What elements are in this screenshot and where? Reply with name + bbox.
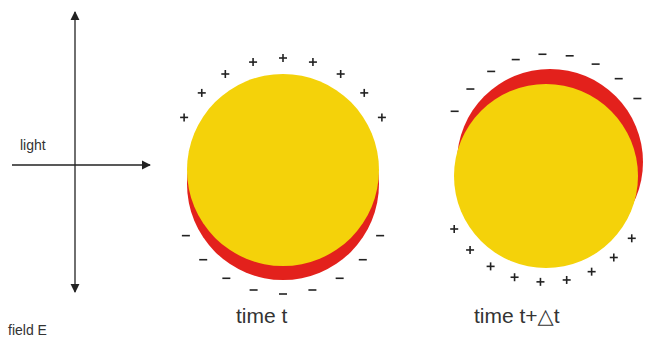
charge-stroke xyxy=(466,88,474,90)
time-label: time t+△t xyxy=(474,304,560,328)
minus-charge xyxy=(466,89,474,90)
minus-charge xyxy=(512,59,520,60)
field-axis xyxy=(74,12,75,292)
charge-stroke xyxy=(282,54,284,62)
charge-stroke xyxy=(514,273,516,281)
plus-charge xyxy=(198,89,206,97)
charge-stroke xyxy=(308,289,316,291)
plus-charge xyxy=(628,234,636,242)
charge-stroke xyxy=(340,70,342,78)
plus-charge xyxy=(378,113,386,121)
minus-charge xyxy=(182,235,190,236)
plus-charge xyxy=(536,278,544,286)
minus-charge xyxy=(592,64,600,65)
time-label: time t xyxy=(236,304,287,328)
plus-charge xyxy=(221,70,229,78)
charge-stroke xyxy=(381,113,383,121)
charge-stroke xyxy=(469,246,471,254)
minus-charge xyxy=(566,55,574,56)
metal-particle xyxy=(454,84,638,268)
minus-charge xyxy=(222,278,230,279)
metal-particle xyxy=(187,74,379,266)
charge-stroke xyxy=(490,262,492,270)
charge-signs xyxy=(180,54,641,294)
charge-stroke xyxy=(252,58,254,66)
minus-charge xyxy=(199,259,207,260)
charge-stroke xyxy=(592,63,600,65)
charge-stroke xyxy=(183,113,185,121)
charge-stroke xyxy=(376,235,384,237)
field-label: field E xyxy=(8,322,47,338)
charge-stroke xyxy=(250,289,258,291)
light-label: light xyxy=(20,137,46,153)
charge-stroke xyxy=(615,78,623,80)
charge-stroke xyxy=(591,268,593,276)
charge-stroke xyxy=(538,53,546,55)
minus-charge xyxy=(451,111,459,112)
minus-charge xyxy=(359,259,367,260)
minus-charge xyxy=(376,235,384,236)
charge-stroke xyxy=(225,70,227,78)
charge-stroke xyxy=(453,225,455,233)
charge-stroke xyxy=(199,259,207,261)
plus-charge xyxy=(511,273,519,281)
plus-charge xyxy=(588,268,596,276)
minus-charge xyxy=(633,98,641,99)
charge-stroke xyxy=(512,59,520,61)
charge-stroke xyxy=(566,55,574,57)
minus-charge xyxy=(487,71,495,72)
minus-charge xyxy=(279,294,287,295)
charge-stroke xyxy=(631,234,633,242)
plus-charge xyxy=(249,58,257,66)
plus-charge xyxy=(360,89,368,97)
plus-charge xyxy=(466,246,474,254)
plus-charge xyxy=(487,262,495,270)
charge-stroke xyxy=(540,278,542,286)
charge-stroke xyxy=(312,58,314,66)
plus-charge xyxy=(337,70,345,78)
charge-stroke xyxy=(363,89,365,97)
minus-charge xyxy=(250,289,258,290)
plus-charge xyxy=(610,253,618,261)
plus-charge xyxy=(450,225,458,233)
charge-stroke xyxy=(566,276,568,284)
charge-stroke xyxy=(487,71,495,73)
plus-charge xyxy=(563,276,571,284)
plus-charge xyxy=(309,58,317,66)
minus-charge xyxy=(615,78,623,79)
charge-stroke xyxy=(182,235,190,237)
plus-charge xyxy=(180,113,188,121)
minus-charge xyxy=(538,54,546,55)
plus-charge xyxy=(279,54,287,62)
charge-stroke xyxy=(633,98,641,100)
charge-stroke xyxy=(201,89,203,97)
charge-stroke xyxy=(336,277,344,279)
charge-stroke xyxy=(359,259,367,261)
light-axis xyxy=(12,164,150,165)
minus-charge xyxy=(308,289,316,290)
charge-stroke xyxy=(613,253,615,261)
minus-charge xyxy=(336,278,344,279)
charge-stroke xyxy=(279,293,287,295)
charge-stroke xyxy=(451,110,459,112)
charge-stroke xyxy=(222,277,230,279)
